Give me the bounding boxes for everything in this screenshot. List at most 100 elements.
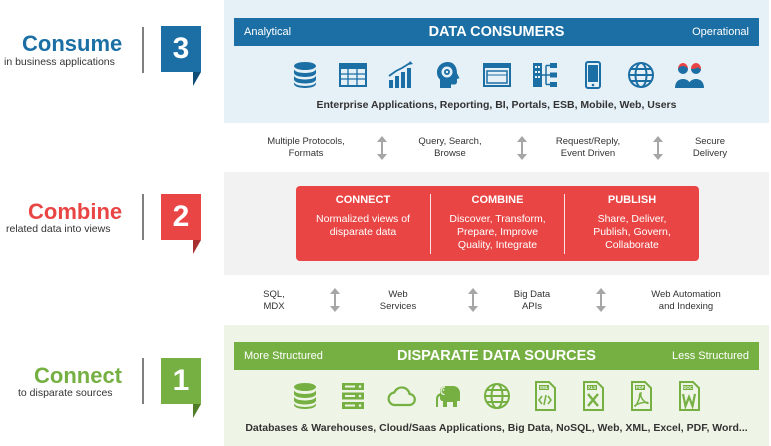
protocol-line: Big Data [513,289,551,300]
connect-heading: CONNECT [335,194,391,206]
connect-text: Normalized views of disparate data [296,213,430,239]
pdf-file-icon: PDF [626,381,656,411]
pdf-tag: PDF [635,385,644,390]
protocol-line: Formats [288,148,324,159]
up-down-arrow-icon [517,136,527,160]
publish-text: Share, Deliver, Publish, Govern, Collabo… [565,213,699,252]
spreadsheet-icon [338,60,368,90]
step-3-badge: 3 [161,26,201,72]
users-icon [674,60,704,90]
step-3-divider [142,27,144,73]
xml-file-icon: XML [530,381,560,411]
text-line: Discover, Transform, [449,213,546,225]
consumers-caption: Enterprise Applications, Reporting, BI, … [316,99,677,111]
analytical-label: Analytical [244,26,292,38]
protocol-line: Services [379,301,417,312]
protocol-query-search: Query, Search, Browse [400,136,500,160]
step-1-badge: 1 [161,358,201,404]
xml-tag: XML [539,385,548,390]
text-line: Quality, Integrate [457,239,538,251]
more-structured-label: More Structured [244,350,323,362]
text-line: Share, Deliver, [597,213,667,225]
protocol-big-data-apis: Big Data APIs [494,289,570,313]
globe-icon [626,60,656,90]
protocol-line: Secure [694,136,726,147]
consumer-icons [224,60,769,90]
protocol-request-reply: Request/Reply, Event Driven [538,136,638,160]
text-line: Prepare, Improve [456,226,539,238]
protocol-line: MDX [263,301,285,312]
step-3-subtitle: in business applications [4,56,115,68]
head-gear-icon [434,60,464,90]
combine-heading: COMBINE [471,194,524,206]
step-2-badge: 2 [161,194,201,240]
less-structured-label: Less Structured [671,350,749,362]
server-rack-icon [338,381,368,411]
protocol-line: Request/Reply, [555,136,621,147]
up-down-arrow-icon [377,136,387,160]
protocol-web-automation: Web Automation and Indexing [636,289,736,313]
data-sources-panel: More Structured DISPARATE DATA SOURCES L… [224,325,769,446]
globe-icon [482,381,512,411]
data-sources-bar: More Structured DISPARATE DATA SOURCES L… [234,342,759,370]
protocol-line: SQL, [263,289,285,300]
step-1-title: Connect [34,363,122,388]
text-line: Collaborate [605,239,659,251]
protocol-line: Delivery [692,148,728,159]
protocol-line: Browse [434,148,466,159]
data-consumers-title: DATA CONSUMERS [428,24,565,40]
cloud-icon [386,381,416,411]
step-1-badge-fold [193,404,201,418]
protocol-line: and Indexing [658,301,714,312]
text-line: Publish, Govern, [593,226,671,238]
protocol-line: Event Driven [560,148,616,159]
step-3-title: Consume [22,31,123,56]
doc-file-icon: DOC [674,381,704,411]
data-consumers-panel: Analytical DATA CONSUMERS Operational [224,0,769,123]
data-consumers-bar: Analytical DATA CONSUMERS Operational [234,18,759,46]
step-1-divider [142,358,144,404]
column-divider [564,194,565,254]
protocol-multiple-formats: Multiple Protocols, Formats [254,136,358,160]
combine-box: CONNECT Normalized views of disparate da… [296,186,699,261]
publish-column: PUBLISH Share, Deliver, Publish, Govern,… [565,186,699,261]
xls-file-icon: XLS [578,381,608,411]
mobile-phone-icon [578,60,608,90]
database-icon [290,381,320,411]
doc-tag: DOC [683,385,692,390]
protocol-sql-mdx: SQL, MDX [246,289,302,313]
protocol-line: APIs [521,301,543,312]
bar-chart-icon [386,60,416,90]
up-down-arrow-icon [596,288,606,312]
step-2-subtitle: related data into views [6,223,111,235]
protocol-line: Query, Search, [418,136,482,147]
step-1-subtitle: to disparate sources [18,387,113,399]
publish-heading: PUBLISH [607,194,657,206]
elephant-icon [434,381,464,411]
up-down-arrow-icon [653,136,663,160]
step-2-badge-fold [193,240,201,254]
browser-window-icon [482,60,512,90]
xls-tag: XLS [587,385,595,390]
database-icon [290,60,320,90]
step-2-title: Combine [28,199,123,224]
protocol-line: Web [388,289,408,300]
column-divider [430,194,431,254]
text-line: Normalized views of [316,213,410,225]
combine-text: Discover, Transform, Prepare, Improve Qu… [431,213,564,252]
up-down-arrow-icon [330,288,340,312]
text-line: disparate data [329,226,397,238]
step-2-divider [142,194,144,240]
operational-label: Operational [692,26,749,38]
source-icons: XML XLS PDF DOC [224,381,769,411]
connect-column: CONNECT Normalized views of disparate da… [296,186,430,261]
protocol-web-services: Web Services [360,289,436,313]
sitemap-icon [530,60,560,90]
up-down-arrow-icon [468,288,478,312]
combine-column: COMBINE Discover, Transform, Prepare, Im… [431,186,564,261]
protocol-line: Web Automation [651,289,721,300]
protocol-secure-delivery: Secure Delivery [674,136,746,160]
step-3-badge-fold [193,72,201,86]
sources-caption: Databases & Warehouses, Cloud/Saas Appli… [245,422,748,434]
protocol-line: Multiple Protocols, [267,136,345,147]
